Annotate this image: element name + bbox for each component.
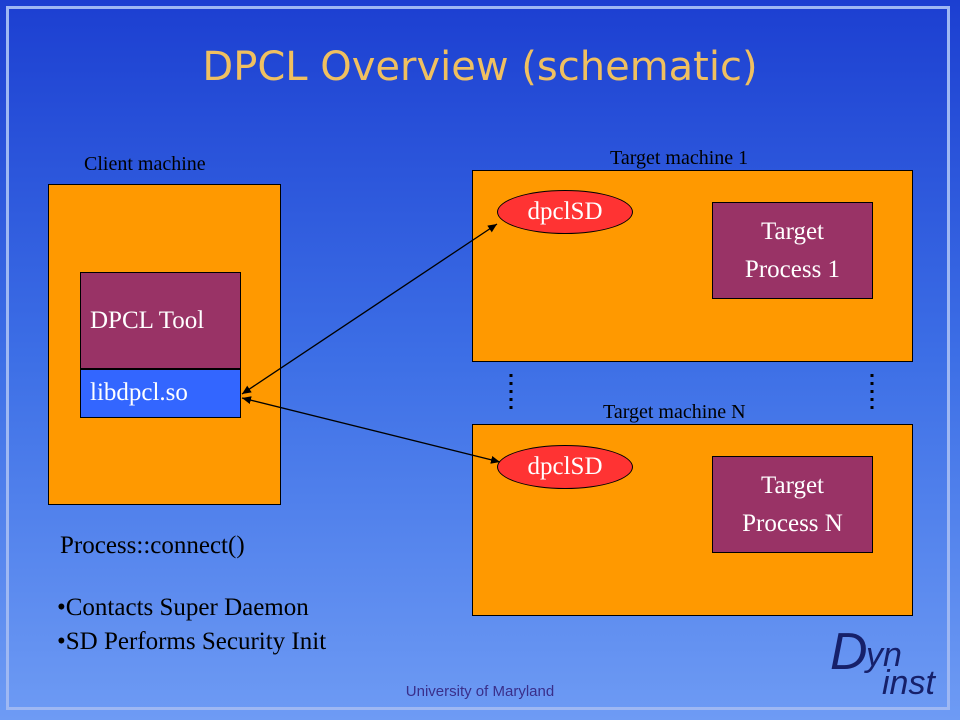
target-machine-n-caption: Target machine N: [603, 401, 746, 423]
target-process-n-line2: Process N: [742, 509, 843, 537]
logo-inst: inst: [882, 664, 935, 702]
target-process-1-line2: Process 1: [744, 255, 841, 283]
logo-yn: yn: [866, 636, 902, 674]
connection-arrow-n: [241, 396, 501, 464]
slide-border: [6, 6, 950, 710]
dpclsd-n-label: dpclSD: [527, 453, 603, 480]
dyninst-logo: D yn inst: [830, 626, 940, 706]
dpclsd-1-label: dpclSD: [527, 198, 603, 225]
bullet-contacts-super-daemon: •Contacts Super Daemon: [57, 594, 309, 621]
dpclsd-daemon-1: dpclSD: [497, 190, 633, 234]
logo-d: D: [830, 623, 868, 681]
target-process-n-box: Target Process N: [712, 456, 873, 553]
dpclsd-daemon-n: dpclSD: [497, 445, 633, 489]
footer-institution: University of Maryland: [405, 683, 555, 700]
target-machine-1-caption: Target machine 1: [610, 147, 749, 169]
connect-label: Process::connect(): [60, 532, 245, 559]
dpcl-tool-label: DPCL Tool: [90, 306, 205, 334]
libdpcl-box: libdpcl.so: [80, 369, 241, 418]
client-machine-caption: Client machine: [84, 153, 206, 175]
libdpcl-label: libdpcl.so: [90, 379, 188, 406]
target-process-1-box: Target Process 1: [712, 202, 873, 299]
target-process-n-line1: Target: [760, 471, 825, 499]
slide-title: DPCL Overview (schematic): [202, 44, 758, 90]
dpcl-tool-box: DPCL Tool: [80, 272, 241, 369]
target-process-1-line1: Target: [760, 217, 825, 245]
connection-arrow-1: [241, 223, 498, 395]
bullet-security-init: •SD Performs Security Init: [57, 628, 327, 655]
